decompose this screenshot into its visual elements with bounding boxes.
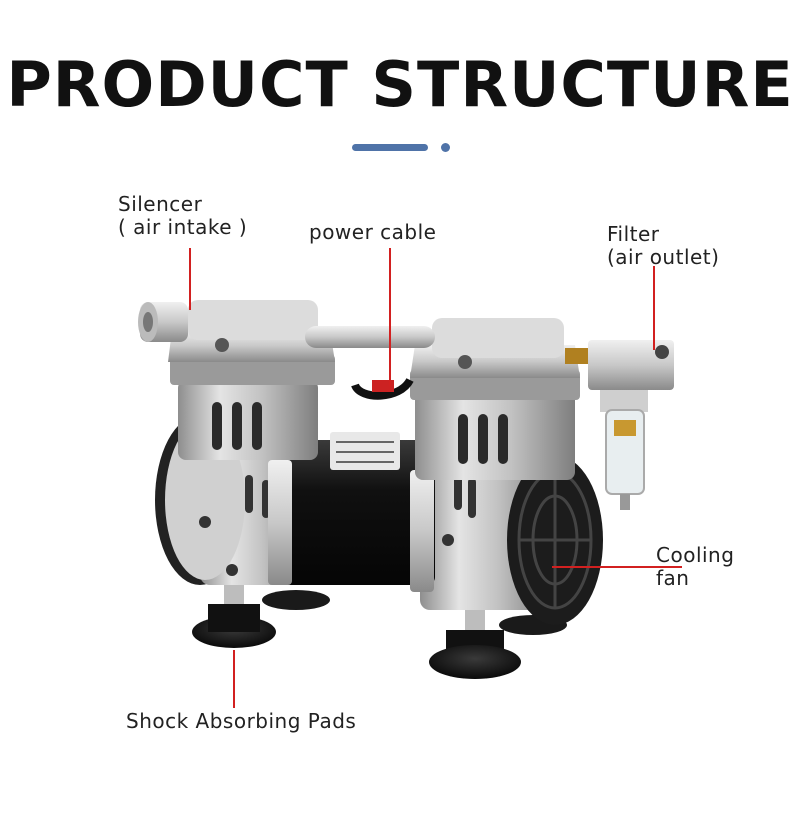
- filter-label-line2: (air outlet): [607, 245, 720, 269]
- silencer-label-line1: Silencer: [118, 192, 203, 216]
- silencer: [138, 302, 188, 342]
- pads-label: Shock Absorbing Pads: [126, 709, 357, 733]
- cooling-fan-label: Cooling fan: [656, 544, 734, 590]
- motor: [268, 432, 435, 592]
- filter-label: Filter (air outlet): [607, 223, 719, 269]
- right-cylinder: [415, 390, 575, 480]
- filter-label-line1: Filter: [607, 222, 660, 246]
- shock-pad-front-left: [192, 580, 276, 648]
- silencer-label-line2: ( air intake ): [118, 215, 248, 239]
- power-cable: [351, 377, 414, 400]
- shock-pad-back-left: [262, 590, 330, 610]
- title-underline-dot: [441, 143, 450, 152]
- power-cable-leader-line: [389, 248, 391, 386]
- cooling-fan-leader-line: [552, 566, 682, 568]
- left-cylinder: [178, 380, 318, 460]
- cooling-fan-label-line1: Cooling: [656, 543, 735, 567]
- right-head: [410, 318, 580, 400]
- page-title: PRODUCT STRUCTURE: [6, 48, 794, 121]
- silencer-label: Silencer ( air intake ): [118, 193, 247, 239]
- cooling-fan-label-line2: fan: [656, 566, 690, 590]
- title-underline-bar: [352, 144, 428, 151]
- power-cable-label: power cable: [309, 220, 437, 244]
- cooling-fan: [507, 455, 603, 625]
- silencer-leader-line: [189, 248, 191, 310]
- shock-pad-front-right: [429, 605, 521, 679]
- pads-leader-line: [233, 650, 235, 708]
- crossover-tube: [305, 326, 435, 348]
- left-head: [168, 300, 335, 385]
- filter-leader-line: [653, 266, 655, 350]
- filter: [565, 340, 674, 510]
